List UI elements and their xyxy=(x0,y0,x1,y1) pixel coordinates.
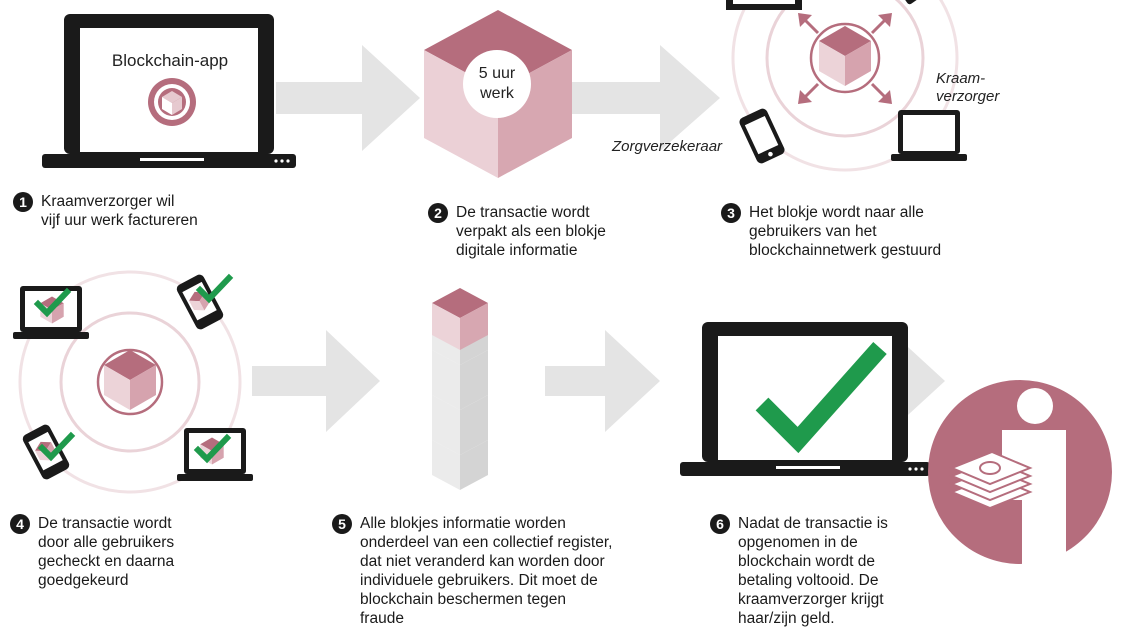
phone-icon xyxy=(176,274,224,330)
phone-icon xyxy=(902,0,925,5)
block-label-line-2: werk xyxy=(479,85,515,102)
caregiver-paid-icon xyxy=(928,380,1112,564)
app-screen-label: Blockchain-app xyxy=(112,51,228,70)
app-logo-icon xyxy=(148,78,196,126)
flow-arrow-1 xyxy=(276,45,420,151)
broadcast-arrows-icon xyxy=(798,13,892,104)
step-number: 2 xyxy=(428,203,448,223)
flow-arrow-2 xyxy=(570,45,720,151)
transaction-block-icon xyxy=(424,10,572,178)
network-rings xyxy=(731,0,959,172)
block-cube-icon xyxy=(819,26,871,86)
laptop-icon xyxy=(680,322,930,476)
flow-arrow-5 xyxy=(545,330,660,432)
laptop-icon xyxy=(891,110,967,161)
label-kraamverzorger: Kraam- verzorger xyxy=(936,70,1000,105)
step-number: 6 xyxy=(710,514,730,534)
label-zorgverzekeraar: Zorgverzekeraar xyxy=(612,138,723,155)
laptop-icon xyxy=(726,0,802,10)
step-number: 3 xyxy=(721,203,741,223)
step-number: 5 xyxy=(332,514,352,534)
step-number: 4 xyxy=(10,514,30,534)
phone-icon xyxy=(739,108,785,164)
network-rings xyxy=(18,270,242,494)
step-number: 1 xyxy=(13,192,33,212)
flow-arrow-4 xyxy=(252,330,380,432)
check-icon xyxy=(755,342,887,454)
block-stack-icon xyxy=(432,288,488,490)
block-label-line-1: 5 uur xyxy=(479,65,516,82)
block-cube-icon xyxy=(104,350,156,410)
